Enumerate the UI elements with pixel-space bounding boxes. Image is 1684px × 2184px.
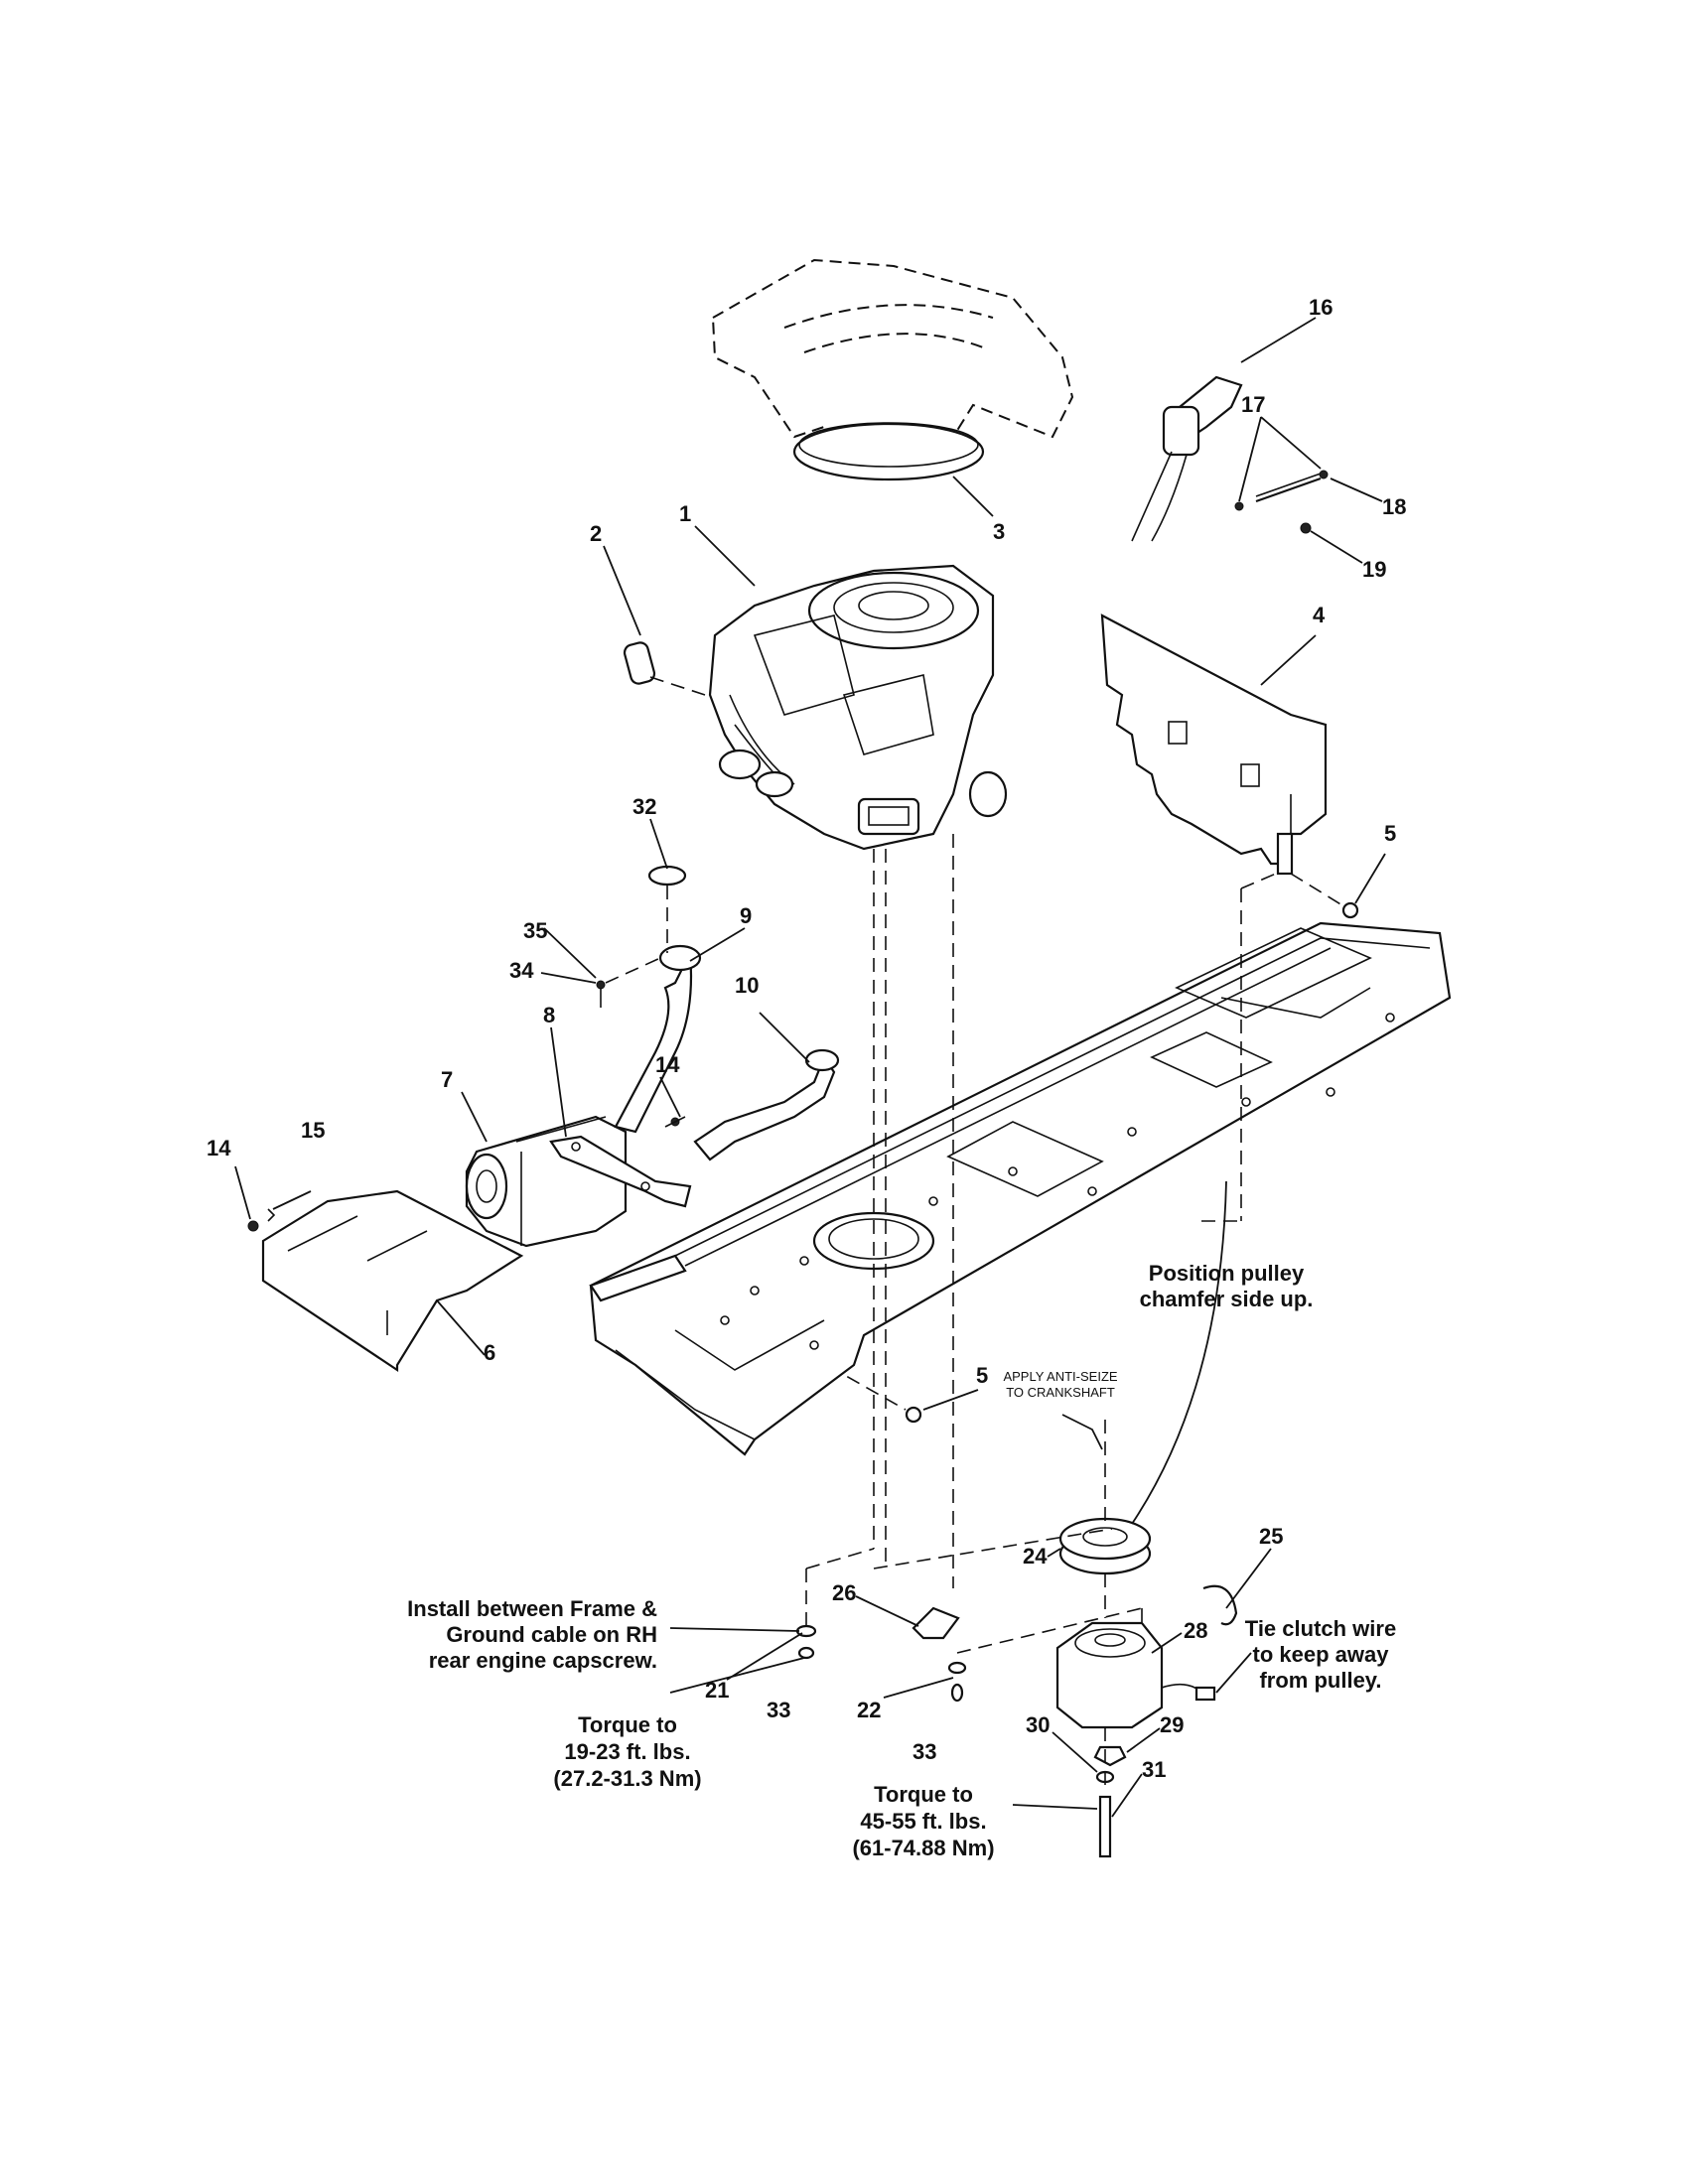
note-ground-line2: Ground cable on RH bbox=[446, 1622, 657, 1647]
callout-35: 35 bbox=[523, 918, 547, 943]
note-clutch-wire-line1: Tie clutch wire bbox=[1245, 1616, 1396, 1641]
callout-9: 9 bbox=[740, 903, 752, 928]
note-antiseize-line2: TO CRANKSHAFT bbox=[1006, 1385, 1115, 1400]
callout-21: 21 bbox=[705, 1678, 729, 1703]
note-torque-2-line3: (61-74.88 Nm) bbox=[852, 1836, 994, 1860]
part-3-air-shroud bbox=[711, 258, 1074, 481]
callout-17: 17 bbox=[1241, 392, 1265, 417]
callout-3: 3 bbox=[993, 519, 1005, 544]
leader-lines bbox=[234, 317, 1386, 1818]
callout-19: 19 bbox=[1362, 557, 1386, 582]
note-torque-2-line1: Torque to bbox=[874, 1782, 973, 1807]
note-antiseize: APPLY ANTI-SEIZE TO CRANKSHAFT bbox=[1003, 1369, 1117, 1400]
callout-24: 24 bbox=[1023, 1544, 1048, 1569]
part-26-ground-cable bbox=[912, 1606, 960, 1640]
callout-5a: 5 bbox=[1384, 821, 1396, 846]
part-16-throttle-control bbox=[1131, 375, 1243, 542]
frame bbox=[589, 921, 1452, 1456]
part-28-clutch bbox=[1055, 1621, 1216, 1729]
callout-22: 22 bbox=[857, 1698, 881, 1722]
part-2-fuel-filter bbox=[623, 641, 706, 696]
callout-14b: 14 bbox=[207, 1136, 231, 1160]
callout-2: 2 bbox=[590, 521, 602, 546]
note-ground-line1: Install between Frame & bbox=[407, 1596, 657, 1621]
part-1-engine bbox=[708, 564, 1008, 851]
callout-8: 8 bbox=[543, 1003, 555, 1027]
callout-10: 10 bbox=[735, 973, 759, 998]
callout-33b: 33 bbox=[912, 1739, 936, 1764]
callout-28: 28 bbox=[1184, 1618, 1207, 1643]
callout-25: 25 bbox=[1259, 1524, 1283, 1549]
callout-7: 7 bbox=[441, 1067, 453, 1092]
part-25-clip bbox=[1202, 1584, 1238, 1626]
callout-5b: 5 bbox=[976, 1363, 988, 1388]
callout-33a: 33 bbox=[767, 1698, 790, 1722]
callout-labels: 1 2 3 4 5 5 6 7 8 9 10 14 14 15 16 17 18… bbox=[207, 295, 1406, 1782]
part-6-heat-shield bbox=[261, 1189, 524, 1373]
callout-34: 34 bbox=[509, 958, 534, 983]
callout-16: 16 bbox=[1309, 295, 1333, 320]
note-torque-2-line2: 45-55 ft. lbs. bbox=[860, 1809, 986, 1834]
callout-6: 6 bbox=[484, 1340, 495, 1365]
part-7-muffler bbox=[465, 1115, 628, 1248]
part-4-panel bbox=[1100, 614, 1328, 876]
callout-18: 18 bbox=[1382, 494, 1406, 519]
part-10-exhaust-pipe bbox=[693, 1048, 840, 1161]
callout-26: 26 bbox=[832, 1580, 856, 1605]
note-pulley-line1: Position pulley bbox=[1149, 1261, 1305, 1286]
callout-4: 4 bbox=[1313, 603, 1326, 627]
note-pulley-line2: chamfer side up. bbox=[1140, 1287, 1314, 1311]
callout-15: 15 bbox=[301, 1118, 325, 1143]
note-torque-1-line2: 19-23 ft. lbs. bbox=[564, 1739, 690, 1764]
callout-31: 31 bbox=[1142, 1757, 1166, 1782]
part-5-screws bbox=[808, 873, 1359, 1424]
note-clutch-wire-line3: from pulley. bbox=[1259, 1668, 1381, 1693]
note-ground: Install between Frame & Ground cable on … bbox=[407, 1596, 657, 1673]
callout-32: 32 bbox=[632, 794, 656, 819]
callout-29: 29 bbox=[1160, 1712, 1184, 1737]
note-antiseize-line1: APPLY ANTI-SEIZE bbox=[1003, 1369, 1117, 1384]
note-clutch-wire-line2: to keep away bbox=[1253, 1642, 1390, 1667]
note-torque-1-line1: Torque to bbox=[578, 1712, 677, 1737]
note-clutch-wire: Tie clutch wire to keep away from pulley… bbox=[1245, 1616, 1396, 1693]
parts-17-18-19-hardware bbox=[1234, 470, 1329, 534]
part-8-bracket bbox=[549, 1135, 692, 1208]
part-24-pulley bbox=[1058, 1517, 1152, 1575]
note-torque-1: Torque to 19-23 ft. lbs. (27.2-31.3 Nm) bbox=[553, 1712, 701, 1791]
callout-30: 30 bbox=[1026, 1712, 1050, 1737]
note-torque-2: Torque to 45-55 ft. lbs. (61-74.88 Nm) bbox=[852, 1782, 994, 1860]
note-torque-1-line3: (27.2-31.3 Nm) bbox=[553, 1766, 701, 1791]
note-ground-line3: rear engine capscrew. bbox=[429, 1648, 657, 1673]
callout-1: 1 bbox=[679, 501, 691, 526]
note-pulley: Position pulley chamfer side up. bbox=[1140, 1261, 1314, 1311]
part-9-exhaust-pipe bbox=[614, 944, 702, 1134]
callout-14a: 14 bbox=[655, 1052, 680, 1077]
alignment-lines bbox=[805, 834, 1277, 1787]
parts-14-15-32-34-35-hardware bbox=[247, 865, 687, 1232]
